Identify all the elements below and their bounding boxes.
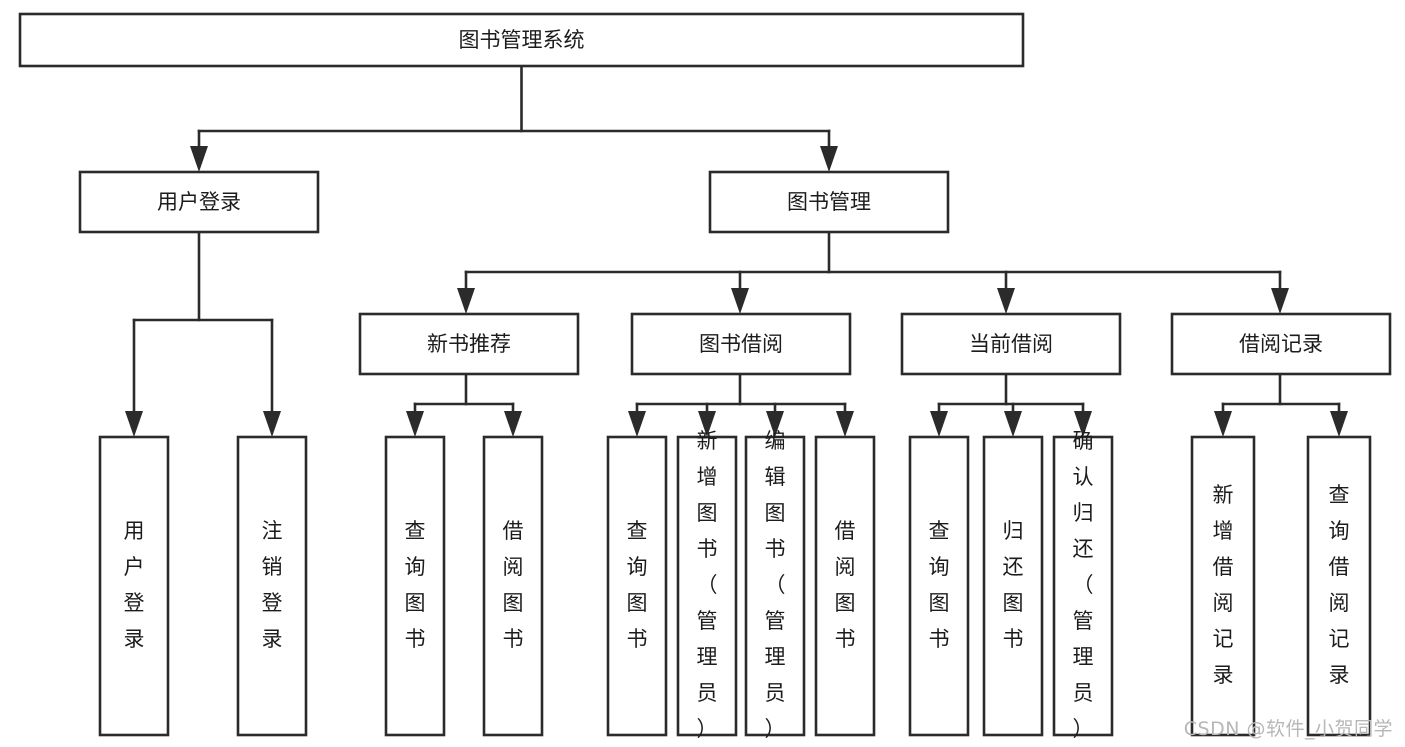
- node-leaf-add-borrow-record-label: 新增借阅记录: [1213, 483, 1234, 687]
- connector-group-user-login: [125, 230, 281, 437]
- node-leaf-confirm-return-admin-box[interactable]: [1052, 435, 1114, 737]
- node-leaf-query-book-rec-box[interactable]: [384, 435, 446, 737]
- arrow-head-leaf-query-book-rec: [406, 411, 424, 437]
- arrow-head-leaf-edit-book-admin: [766, 411, 784, 437]
- arrow-head-leaf-query-book-current: [930, 411, 948, 437]
- node-user-login[interactable]: 用户登录: [78, 170, 320, 234]
- arrow-head-leaf-borrow-book: [836, 411, 854, 437]
- node-borrow-record[interactable]: 借阅记录: [1170, 312, 1392, 376]
- node-leaf-borrow-book-rec-label: 借阅图书: [503, 519, 524, 651]
- node-book-management-box[interactable]: [708, 170, 950, 234]
- arrow-head-leaf-query-book-borrow: [628, 411, 646, 437]
- node-leaf-return-book-label: 归还图书: [1003, 519, 1024, 651]
- arrow-head-book-borrow: [731, 288, 749, 314]
- node-leaf-query-book-rec-label: 查询图书: [405, 519, 426, 651]
- arrow-head-leaf-add-borrow-record: [1214, 411, 1232, 437]
- connector-group-current-borrow: [930, 372, 1092, 437]
- arrow-head-new-book-recommend: [457, 288, 475, 314]
- node-leaf-query-book-current-box[interactable]: [908, 435, 970, 737]
- arrow-head-user-login: [190, 146, 208, 172]
- node-leaf-borrow-book-rec-box[interactable]: [482, 435, 544, 737]
- arrow-head-leaf-confirm-return-admin: [1074, 411, 1092, 437]
- arrow-head-book-management: [820, 146, 838, 172]
- node-book-borrow-box[interactable]: [630, 312, 852, 376]
- node-leaf-return-book[interactable]: 归还图书: [982, 435, 1044, 737]
- node-root[interactable]: 图书管理系统: [18, 12, 1025, 68]
- connector-group-root: [190, 64, 838, 172]
- node-leaf-query-borrow-record-box[interactable]: [1306, 435, 1372, 737]
- arrow-head-borrow-record: [1271, 288, 1289, 314]
- arrow-head-leaf-query-borrow-record: [1330, 411, 1348, 437]
- arrow-head-leaf-add-book-admin: [698, 411, 716, 437]
- leaf-node-layer: 用户登录 注销登录 查询图书 借阅图书 查询图书 新增图书（管理员） 编辑图书（管理员） 借阅…: [98, 429, 1372, 741]
- arrow-head-leaf-user-login: [125, 411, 143, 437]
- node-user-login-box[interactable]: [78, 170, 320, 234]
- node-leaf-query-book-borrow[interactable]: 查询图书: [606, 435, 668, 737]
- node-leaf-logout-label: 注销登录: [262, 519, 283, 651]
- node-leaf-borrow-book-label: 借阅图书: [835, 519, 856, 651]
- node-current-borrow[interactable]: 当前借阅: [900, 312, 1122, 376]
- node-new-book-recommend[interactable]: 新书推荐: [358, 312, 580, 376]
- node-leaf-confirm-return-admin[interactable]: 确认归还（管理员）: [1052, 429, 1114, 741]
- node-leaf-user-login-label: 用户登录: [124, 519, 145, 651]
- node-leaf-user-login-box[interactable]: [98, 435, 170, 737]
- node-leaf-query-borrow-record[interactable]: 查询借阅记录: [1306, 435, 1372, 737]
- node-current-borrow-box[interactable]: [900, 312, 1122, 376]
- node-root-label: 图书管理系统: [459, 28, 585, 52]
- node-leaf-logout[interactable]: 注销登录: [236, 435, 308, 737]
- node-leaf-query-book-borrow-box[interactable]: [606, 435, 668, 737]
- node-leaf-query-book-current[interactable]: 查询图书: [908, 435, 970, 737]
- node-book-borrow[interactable]: 图书借阅: [630, 312, 852, 376]
- node-new-book-recommend-box[interactable]: [358, 312, 580, 376]
- node-borrow-record-label: 借阅记录: [1239, 332, 1323, 356]
- node-leaf-confirm-return-admin-label: 确认归还（管理员）: [1073, 429, 1094, 741]
- node-leaf-add-book-admin[interactable]: 新增图书（管理员）: [676, 429, 738, 741]
- node-leaf-user-login[interactable]: 用户登录: [98, 435, 170, 737]
- node-root-box[interactable]: [18, 12, 1025, 68]
- node-leaf-query-book-current-label: 查询图书: [929, 519, 950, 651]
- node-leaf-edit-book-admin-label: 编辑图书（管理员）: [765, 429, 786, 741]
- node-current-borrow-label: 当前借阅: [969, 332, 1053, 356]
- node-leaf-logout-box[interactable]: [236, 435, 308, 737]
- arrow-head-leaf-return-book: [1004, 411, 1022, 437]
- connector-group-borrow-record: [1214, 372, 1348, 437]
- node-leaf-borrow-book[interactable]: 借阅图书: [814, 435, 876, 737]
- node-leaf-borrow-book-rec[interactable]: 借阅图书: [482, 435, 544, 737]
- node-leaf-borrow-book-box[interactable]: [814, 435, 876, 737]
- node-leaf-add-borrow-record-box[interactable]: [1190, 435, 1256, 737]
- arrow-head-current-borrow: [997, 288, 1015, 314]
- node-leaf-add-borrow-record[interactable]: 新增借阅记录: [1190, 435, 1256, 737]
- connector-group-book-borrow: [628, 372, 854, 437]
- node-leaf-add-book-admin-box[interactable]: [676, 435, 738, 737]
- node-leaf-query-borrow-record-label: 查询借阅记录: [1329, 483, 1350, 687]
- node-leaf-add-book-admin-label: 新增图书（管理员）: [697, 429, 718, 741]
- node-new-book-recommend-label: 新书推荐: [427, 332, 511, 356]
- node-leaf-query-book-borrow-label: 查询图书: [627, 519, 648, 651]
- connector-group-new-book-recommend: [406, 372, 522, 437]
- node-leaf-edit-book-admin[interactable]: 编辑图书（管理员）: [744, 429, 806, 741]
- arrow-head-leaf-logout: [263, 411, 281, 437]
- node-borrow-record-box[interactable]: [1170, 312, 1392, 376]
- node-leaf-return-book-box[interactable]: [982, 435, 1044, 737]
- node-leaf-query-book-rec[interactable]: 查询图书: [384, 435, 446, 737]
- node-user-login-label: 用户登录: [157, 190, 241, 214]
- arrow-head-leaf-borrow-book-rec: [504, 411, 522, 437]
- node-leaf-edit-book-admin-box[interactable]: [744, 435, 806, 737]
- node-book-management[interactable]: 图书管理: [708, 170, 950, 234]
- csdn-watermark: CSDN @软件_小贺同学: [1183, 718, 1393, 740]
- node-book-management-label: 图书管理: [787, 190, 871, 214]
- connector-group-book-management: [457, 230, 1289, 314]
- node-book-borrow-label: 图书借阅: [699, 332, 783, 356]
